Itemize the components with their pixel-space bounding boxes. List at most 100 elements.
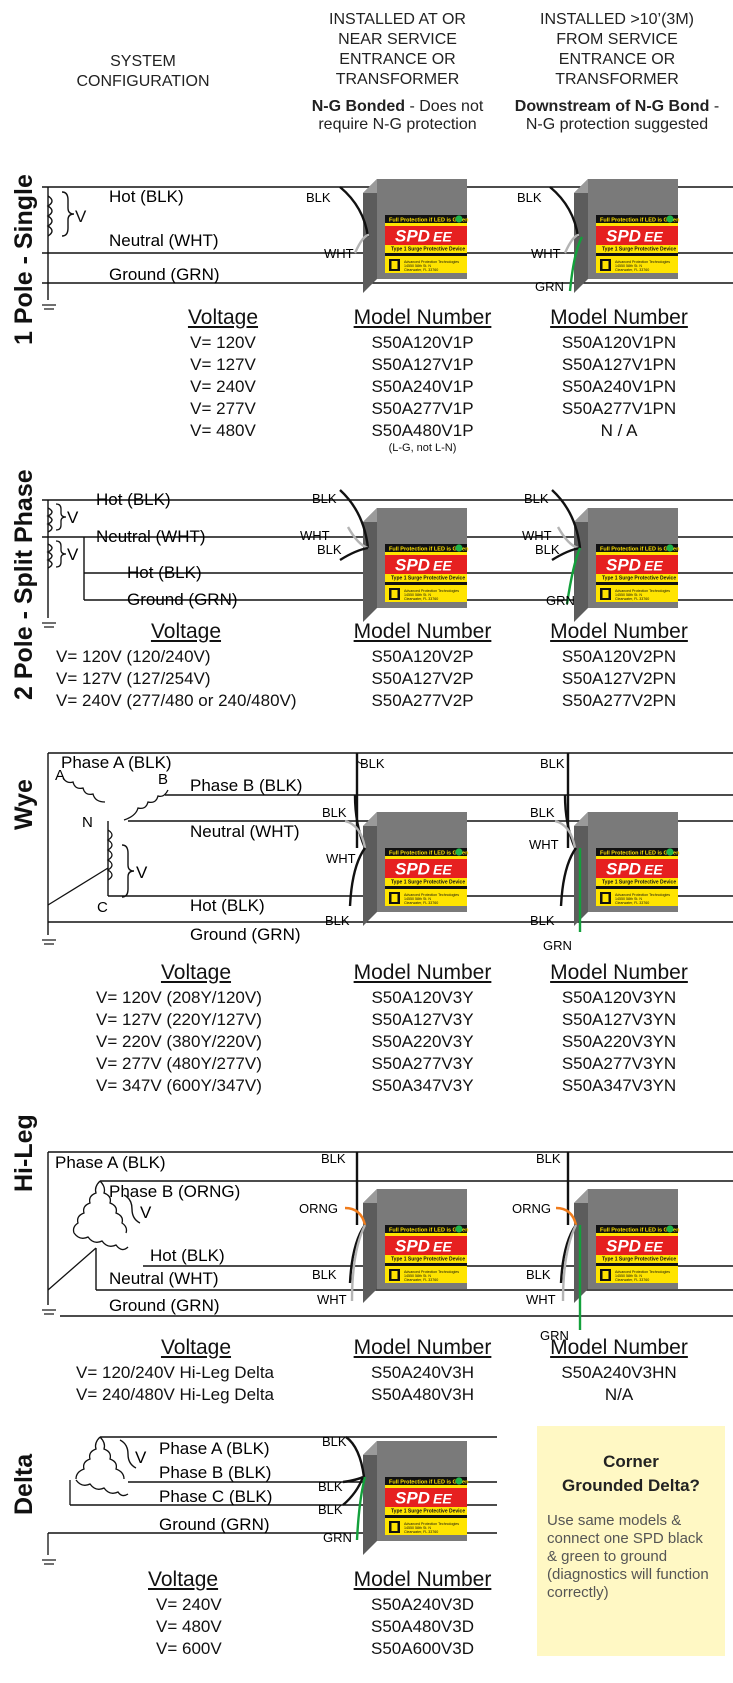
line-label-hot: Hot (BLK) xyxy=(150,1246,225,1265)
split-model-column: Model Number S50A120V2P S50A127V2P S50A2… xyxy=(340,620,505,712)
wire-label-wht: WHT xyxy=(326,851,356,866)
model-number: S50A127V2P xyxy=(371,669,474,688)
section-title-wye: Wye xyxy=(10,779,38,830)
wire-label-blk: BLK xyxy=(360,756,385,771)
spd-device xyxy=(363,1441,470,1555)
wire-label-blk-2: BLK xyxy=(535,542,560,557)
wire-label-wht: WHT xyxy=(522,528,552,543)
terminal-b: B xyxy=(158,771,168,788)
voltage-value: V= 240V (277/480 or 240/480V) xyxy=(56,691,297,710)
wire-label-wht: WHT xyxy=(324,246,354,261)
model-number: S50A127V1P xyxy=(371,355,474,374)
wire-label-blk: BLK xyxy=(517,190,542,205)
v-label-split-2: V xyxy=(67,545,79,564)
model-number-header: Model Number xyxy=(353,1336,492,1359)
v-label-single: V xyxy=(75,207,87,226)
model-number-header: Model Number xyxy=(550,1336,688,1359)
wire-label-orng: ORNG xyxy=(299,1201,338,1216)
model-number: S50A127V2PN xyxy=(561,669,677,688)
hileg-voltage-column: Voltage V= 120/240V Hi-Leg Delta V= 240/… xyxy=(76,1336,336,1406)
wire-label-blk: BLK xyxy=(536,1151,561,1166)
model-number-header: Model Number xyxy=(353,620,492,643)
line-label-ground: Ground (GRN) xyxy=(159,1515,270,1534)
model-number: S50A480V3H xyxy=(370,1385,475,1404)
wire-label-blk: BLK xyxy=(321,1151,346,1166)
model-note: (L-G, not L-N) xyxy=(388,442,457,454)
model-number: N / A xyxy=(600,421,638,440)
column-2-desc-bold: Downstream of N-G Bond xyxy=(514,98,710,115)
model-number: S50A220V3Y xyxy=(371,1032,474,1051)
line-label-phase-a: Phase A (BLK) xyxy=(55,1153,166,1172)
line-label-phase-b: Phase B (BLK) xyxy=(190,776,302,795)
model-number: S50A277V2PN xyxy=(561,691,677,710)
line-label-neutral: Neutral (WHT) xyxy=(96,527,206,546)
voltage-header: Voltage xyxy=(148,1568,219,1591)
model-number-header: Model Number xyxy=(353,961,492,984)
model-number: S50A127V3Y xyxy=(371,1010,474,1029)
column-1-desc-text: - Does not require N-G protection xyxy=(318,98,484,133)
model-number: S50A347V3Y xyxy=(371,1076,474,1095)
wire-label-blk-3: BLK xyxy=(318,1502,343,1517)
terminal-a: A xyxy=(55,767,65,784)
single-model-ng-column: Model Number S50A120V1PN S50A127V1PN S50… xyxy=(534,306,704,442)
wire-label-grn: GRN xyxy=(543,938,572,953)
model-number: S50A277V3Y xyxy=(371,1054,474,1073)
corner-grounded-delta-callout: Corner Grounded Delta? Use same models &… xyxy=(537,1426,725,1656)
line-label-neutral: Neutral (WHT) xyxy=(109,1269,219,1288)
section-delta: Delta V Phase A (BLK) Phase B (BLK) Phas… xyxy=(10,1434,497,1565)
wire-label-grn: GRN xyxy=(535,279,564,294)
split-model-ng-column: Model Number S50A120V2PN S50A127V2PN S50… xyxy=(534,620,704,712)
spd-device xyxy=(363,1189,470,1303)
line-label-neutral: Neutral (WHT) xyxy=(190,822,300,841)
voltage-value: V= 240V xyxy=(156,1595,222,1614)
section-2-pole-split-phase: 2 Pole - Split Phase V V Hot (BLK) Neutr… xyxy=(10,469,733,700)
voltage-value: V= 127V (220Y/127V) xyxy=(96,1010,262,1029)
spd-device xyxy=(574,179,681,293)
line-label-hot-2: Hot (BLK) xyxy=(127,563,202,582)
voltage-value: V= 480V xyxy=(190,421,256,440)
voltage-value: V= 480V xyxy=(156,1617,222,1636)
model-number: S50A120V3YN xyxy=(561,988,677,1007)
line-label-ground: Ground (GRN) xyxy=(190,925,301,944)
wire-label-wht: WHT xyxy=(531,246,561,261)
spd-device xyxy=(363,179,470,293)
wire-label-blk: BLK xyxy=(322,1434,347,1449)
v-label-delta: V xyxy=(135,1448,147,1467)
line-label-hot: Hot (BLK) xyxy=(190,896,265,915)
voltage-value: V= 220V (380Y/220V) xyxy=(96,1032,262,1051)
model-number: S50A120V3Y xyxy=(371,988,474,1007)
column-2-description: Downstream of N-G Bond - N-G protection … xyxy=(512,98,722,134)
single-model-column: Model Number S50A120V1P S50A127V1P S50A2… xyxy=(340,306,505,455)
model-number: S50A277V3YN xyxy=(561,1054,677,1073)
wire-label-blk: BLK xyxy=(312,491,337,506)
model-number-header: Model Number xyxy=(550,961,688,984)
voltage-value: V= 240V xyxy=(190,377,256,396)
spd-device xyxy=(363,508,470,622)
column-1-header: INSTALLED AT OR NEAR SERVICE ENTRANCE OR… xyxy=(290,10,505,134)
wire-label-blk: BLK xyxy=(524,491,549,506)
model-number: S50A120V2P xyxy=(371,647,474,666)
wire-label-blk-2: BLK xyxy=(318,1479,343,1494)
wire-label-blk-2: BLK xyxy=(317,542,342,557)
line-label-hot: Hot (BLK) xyxy=(109,187,184,206)
wire-label-blk-3: BLK xyxy=(325,913,350,928)
wye-voltage-column: Voltage V= 120V (208Y/120V) V= 127V (220… xyxy=(96,961,336,1097)
column-1-desc-bold: N-G Bonded xyxy=(311,98,406,115)
line-label-ground: Ground (GRN) xyxy=(109,1296,220,1315)
section-wye: Wye V A B N C Phase A (BLK) Phase B (BLK… xyxy=(10,752,733,953)
wire-label-wht: WHT xyxy=(526,1292,556,1307)
model-number: S50A277V2P xyxy=(371,691,474,710)
voltage-header: Voltage xyxy=(150,620,222,643)
model-number: S50A240V3HN xyxy=(561,1363,677,1382)
spd-device xyxy=(574,508,681,622)
section-title-single: 1 Pole - Single xyxy=(10,174,38,345)
spd-device xyxy=(574,1189,681,1303)
model-number-header: Model Number xyxy=(353,1568,492,1591)
wire-label-blk-2: BLK xyxy=(526,1267,551,1282)
model-number: S50A480V3D xyxy=(370,1617,475,1636)
model-number: S50A240V3H xyxy=(370,1363,475,1382)
model-number: N/A xyxy=(604,1385,634,1404)
delta-model-column: Model Number S50A240V3D S50A480V3D S50A6… xyxy=(340,1568,505,1660)
voltage-value: V= 240/480V Hi-Leg Delta xyxy=(76,1385,274,1404)
